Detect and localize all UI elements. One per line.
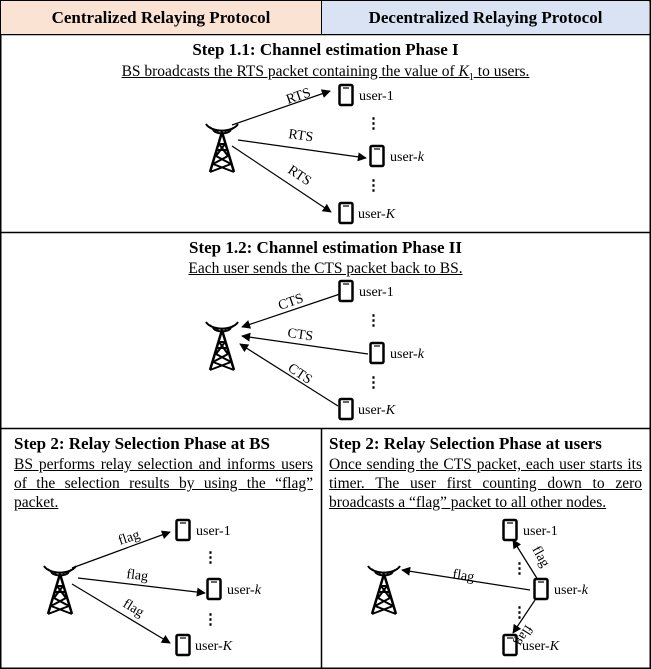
user-label: user-k [227, 583, 262, 598]
user-label: user-1 [196, 524, 231, 539]
phone-icon [338, 397, 354, 421]
user-label: user-1 [523, 524, 558, 539]
user-label: user-K [358, 403, 396, 418]
step11-diagram [204, 83, 385, 225]
ellipsis-dots: ⋮ [203, 550, 218, 566]
phone-icon [175, 633, 191, 657]
phone-icon [338, 201, 354, 225]
step2-users-desc: Once sending the CTS packet, each user s… [329, 456, 642, 511]
base-station-tower-icon [366, 564, 402, 616]
ellipsis-dots: ⋮ [366, 313, 381, 329]
ellipsis-dots: ⋮ [366, 116, 381, 132]
header-centralized: Centralized Relaying Protocol [1, 1, 321, 34]
user-label: user-1 [359, 285, 394, 300]
flag-label: flag [451, 567, 475, 585]
flag-arrow-to-user-1 [512, 539, 539, 581]
step2-users-title: Step 2: Relay Selection Phase at users [329, 434, 602, 453]
ellipsis-dots: ⋮ [512, 605, 527, 621]
user-label: user-k [554, 583, 589, 598]
cts-label: CTS [285, 361, 315, 388]
user-label: user-k [390, 347, 425, 362]
rts-arrow-user-k [237, 139, 367, 162]
phone-icon [338, 83, 354, 107]
header-decentralized: Decentralized Relaying Protocol [322, 1, 649, 34]
phone-icon [369, 341, 385, 365]
flag-arrow-user-1 [71, 530, 171, 569]
step2-bs-desc: BS performs relay selection and informs … [14, 456, 313, 511]
phone-icon [206, 577, 222, 601]
ellipsis-dots: ⋮ [366, 375, 381, 391]
rts-label: RTS [287, 127, 314, 145]
step12-desc: Each user sends the CTS packet back to B… [188, 260, 463, 277]
base-station-tower-icon [204, 122, 240, 174]
flag-label: flag [126, 567, 149, 585]
rts-label: RTS [284, 86, 312, 108]
phone-icon [338, 279, 354, 303]
flag-arrow-to-bs [401, 566, 531, 591]
flag-label: flag [116, 528, 141, 549]
base-station-tower-icon [42, 564, 78, 616]
ellipsis-dots: ⋮ [203, 612, 218, 628]
cts-arrow-user-k [241, 332, 369, 355]
flag-arrow-user-k [77, 577, 206, 597]
step2-bs-title: Step 2: Relay Selection Phase at BS [14, 434, 270, 453]
rts-arrow-user-K [231, 145, 332, 213]
ellipsis-dots: ⋮ [512, 561, 527, 577]
step12-title: Step 1.2: Channel estimation Phase II [189, 238, 462, 257]
user-label: user-K [522, 639, 560, 654]
ellipsis-dots: ⋮ [366, 178, 381, 194]
base-station-tower-icon [204, 320, 240, 372]
user-label: user-K [195, 639, 233, 654]
phone-icon [502, 518, 518, 542]
phone-icon [369, 144, 385, 168]
phone-icon [175, 518, 191, 542]
cts-label: CTS [276, 291, 305, 314]
flag-label: flag [529, 544, 553, 570]
cts-arrow-user-K [239, 343, 339, 407]
step11-title: Step 1.1: Channel estimation Phase I [192, 40, 459, 59]
user-label: user-K [358, 207, 396, 222]
step11-desc: BS broadcasts the RTS packet containing … [121, 63, 530, 84]
user-label: user-k [390, 150, 425, 165]
cts-arrow-user-1 [241, 293, 341, 329]
step12-diagram [204, 279, 385, 421]
cts-label: CTS [286, 326, 314, 344]
step2-users-diagram [366, 518, 549, 657]
rts-label: RTS [285, 163, 314, 189]
flag-label: flag [120, 597, 146, 621]
step2-bs-diagram [42, 518, 222, 657]
flag-arrow-user-K [71, 583, 171, 644]
rts-arrow-user-1 [231, 89, 331, 126]
flag-arrow-to-user-K [512, 599, 536, 634]
user-label: user-1 [359, 89, 394, 104]
phone-icon [533, 577, 549, 601]
